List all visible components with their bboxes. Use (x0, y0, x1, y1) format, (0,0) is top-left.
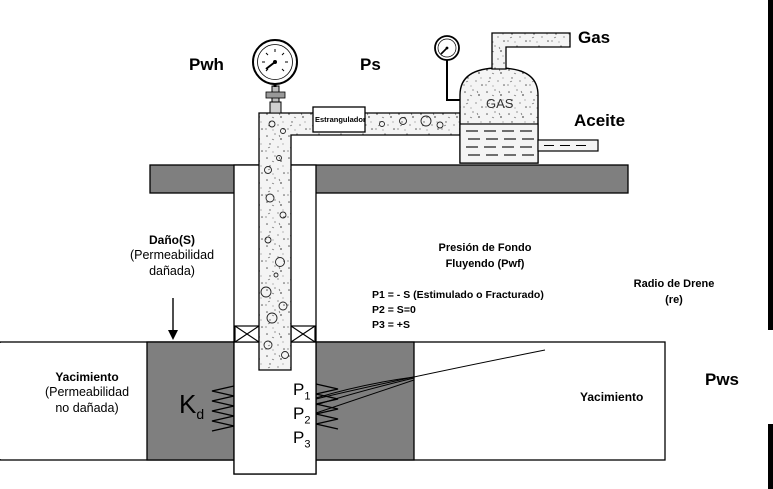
p1-main: P (293, 380, 305, 399)
surface-slab (149, 164, 629, 194)
p2-main: P (293, 404, 305, 423)
label-yacimiento-left-group: Yacimiento (Permeabilidad no dañada) (34, 370, 140, 416)
label-dano-sub1: (Permeabilidad (129, 248, 215, 262)
wellhead-valve (265, 85, 286, 114)
label-pwh: Pwh (189, 55, 224, 74)
label-dano-sub2: dañada) (149, 264, 195, 278)
pressure-profile-curves (315, 349, 546, 414)
label-dano-group: Daño(S) (Permeabilidad dañada) (120, 233, 224, 279)
label-p1: P1 (293, 380, 310, 402)
label-pwf-line1: Presión de Fondo (438, 242, 532, 254)
packer-right (290, 325, 316, 343)
label-yacimiento-left-sub2: no dañada) (55, 401, 119, 415)
kd-main: K (179, 389, 197, 419)
label-ps: Ps (360, 55, 381, 74)
p3-sub: 3 (304, 438, 311, 451)
gas-separator-tank (459, 67, 539, 164)
label-estrangulador: Estrangulador (315, 115, 366, 124)
perforations-right (315, 383, 339, 430)
label-yacimiento-left: Yacimiento (55, 370, 119, 384)
label-yacimiento-left-sub1: (Permeabilidad (44, 385, 130, 399)
label-radio-group: Radio de Drene (re) (625, 276, 723, 308)
p-equations: P1 = - S (Estimulado o Fracturado) P2 = … (372, 288, 544, 333)
oil-outlet-pipe (537, 139, 599, 152)
kd-sub: d (196, 406, 205, 423)
damage-arrow (168, 298, 178, 340)
label-p3: P3 (293, 428, 310, 450)
pressure-gauge-icon (252, 39, 298, 87)
label-gas-tank: GAS (486, 96, 514, 111)
p1-sub: 1 (304, 390, 311, 403)
pressure-gauge-icon (434, 35, 460, 101)
label-p2: P2 (293, 404, 310, 426)
label-kd: Kd (179, 389, 204, 422)
label-pwf-group: Presión de Fondo Fluyendo (Pwf) (425, 240, 545, 272)
packer-left (234, 325, 260, 343)
damaged-zone-left (146, 341, 235, 461)
label-radio-line1: Radio de Drene (633, 278, 715, 290)
label-gas: Gas (578, 28, 611, 47)
perforations-left (211, 385, 235, 432)
label-dano: Daño(S) (149, 233, 195, 247)
gas-outlet-pipe (491, 32, 571, 70)
label-pwf-line2: Fluyendo (Pwf) (445, 258, 525, 270)
estrangulador-box (312, 106, 366, 133)
p3-equation: P3 = +S (372, 319, 410, 331)
label-pws: Pws (705, 370, 740, 389)
p3-main: P (293, 428, 305, 447)
p1-equation: P1 = - S (Estimulado o Fracturado) (372, 289, 544, 301)
label-radio-line2: (re) (665, 294, 683, 306)
label-yacimiento-right: Yacimiento (580, 390, 644, 404)
p2-sub: 2 (304, 414, 311, 427)
p2-equation: P2 = S=0 (372, 304, 416, 316)
label-aceite: Aceite (574, 111, 626, 130)
